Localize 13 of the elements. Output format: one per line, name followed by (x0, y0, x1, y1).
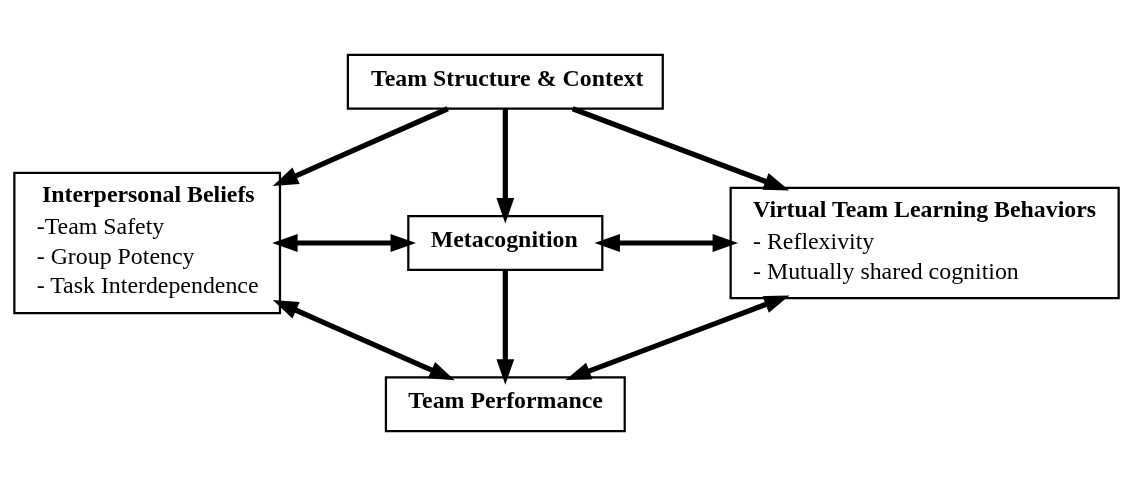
node-box: Team Performance (384, 375, 626, 432)
arrow (565, 294, 790, 380)
arrow (571, 105, 790, 190)
arrow (496, 269, 515, 385)
node-box: Virtual Team Learning Behaviors - Reflexivity - Mutually shared cognition (729, 186, 1120, 299)
node-box: Interpersonal Beliefs -Team Safety - Group Potency - Task Interdependence (13, 171, 282, 314)
arrow (496, 108, 515, 224)
arrow (272, 233, 416, 252)
arrow (594, 233, 739, 252)
node-box: Team Structure & Context (346, 53, 664, 110)
arrow (272, 299, 455, 380)
arrow (272, 105, 449, 186)
node-box: Metacognition (407, 214, 604, 271)
